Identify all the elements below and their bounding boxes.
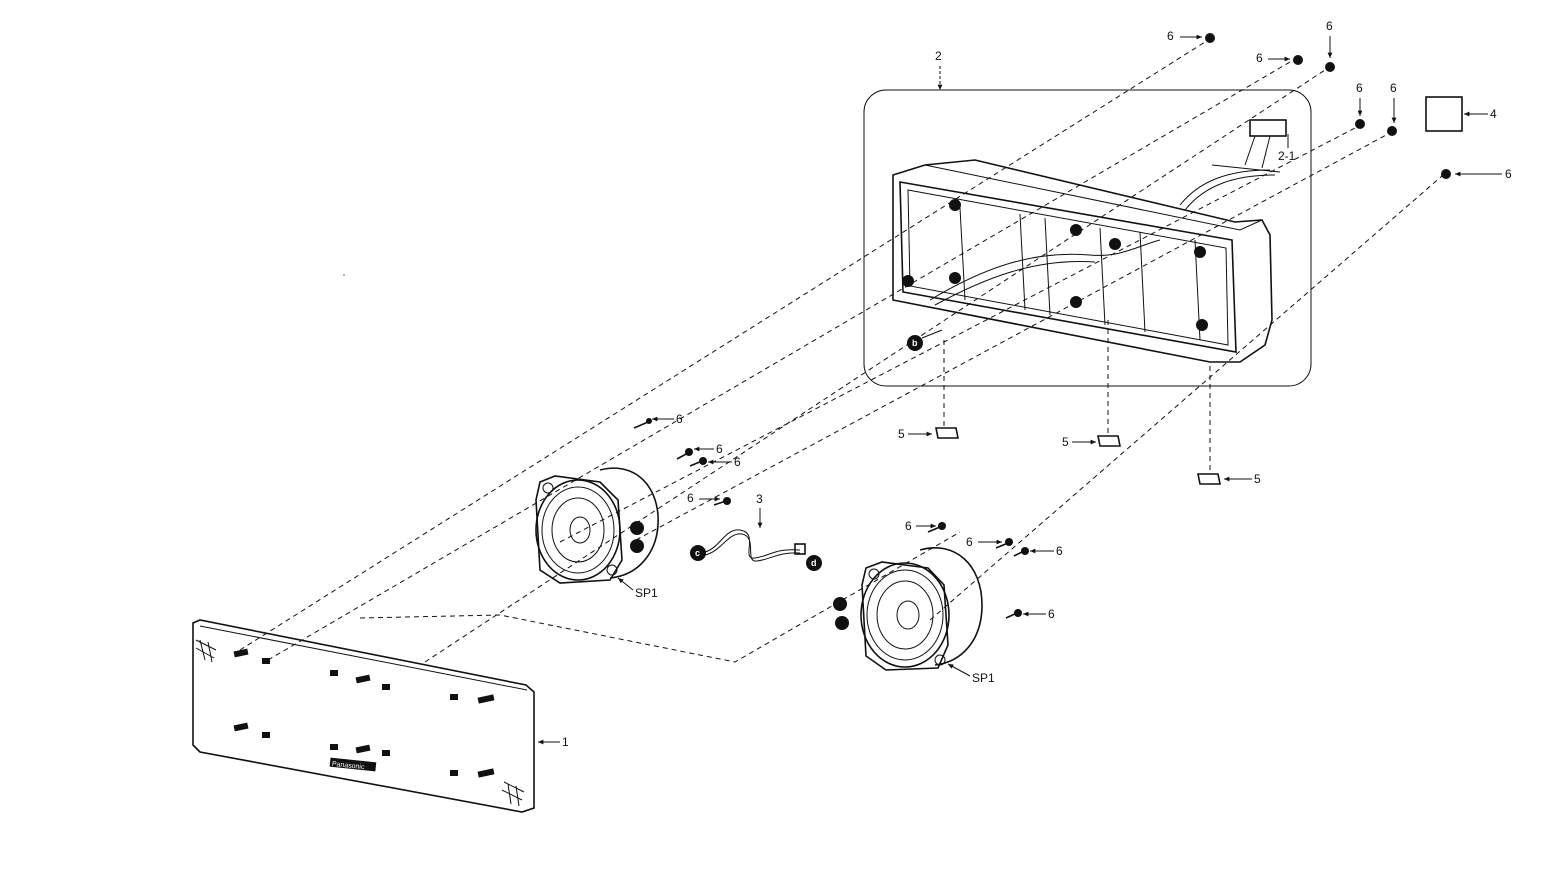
- screw-group-right: [927, 522, 1029, 619]
- label-screw-2: 6: [1256, 51, 1263, 65]
- label-connector: 2-1: [1278, 149, 1296, 163]
- label-lead-wire: 3: [756, 492, 763, 506]
- label-label-plate: 4: [1490, 107, 1497, 121]
- label-screw-12: 6: [966, 535, 973, 549]
- cabinet-assembly-boundary: [863, 89, 1312, 387]
- svg-text:b: b: [912, 338, 918, 348]
- label-cabinet-assembly: 2: [935, 49, 942, 63]
- label-screw-14: 6: [1048, 607, 1055, 621]
- label-front-panel: 1: [562, 735, 569, 749]
- label-screw-7: 6: [676, 412, 683, 426]
- label-screw-13: 6: [1056, 544, 1063, 558]
- label-foot-2: 5: [1062, 435, 1069, 449]
- front-panel: Panasonic: [192, 619, 535, 813]
- svg-text:c: c: [695, 548, 700, 558]
- label-screw-11: 6: [905, 519, 912, 533]
- speaker-unit-right: [833, 547, 983, 671]
- label-speaker-unit-left: SP1: [635, 586, 658, 600]
- label-foot-3: 5: [1254, 472, 1261, 486]
- connector-part: [1249, 119, 1287, 137]
- lead-wire-part: [704, 529, 806, 562]
- label-screw-6: 6: [1505, 167, 1512, 181]
- label-screw-3: 6: [1326, 19, 1333, 33]
- screw-group-left: [633, 418, 731, 506]
- label-speaker-unit-right: SP1: [972, 671, 995, 685]
- brand-logo: Panasonic: [329, 757, 377, 772]
- marker-d: d: [806, 555, 822, 571]
- speaker-unit-left: [535, 467, 659, 584]
- cabinet-assembly: [863, 89, 1312, 387]
- svg-text:Panasonic: Panasonic: [331, 761, 365, 771]
- label-screw-4: 6: [1356, 81, 1363, 95]
- marker-b: b: [907, 329, 943, 351]
- label-screw-5: 6: [1390, 81, 1397, 95]
- svg-text:d: d: [811, 558, 817, 568]
- marker-c: c: [690, 545, 706, 561]
- label-screw-10: 6: [687, 491, 694, 505]
- screw-group-top: [1205, 33, 1451, 179]
- label-screw-9: 6: [734, 455, 741, 469]
- label-foot-1: 5: [898, 427, 905, 441]
- label-plate-part: [1425, 96, 1463, 132]
- label-screw-1: 6: [1167, 29, 1174, 43]
- label-screw-8: 6: [716, 442, 723, 456]
- foot-group: [935, 427, 1221, 485]
